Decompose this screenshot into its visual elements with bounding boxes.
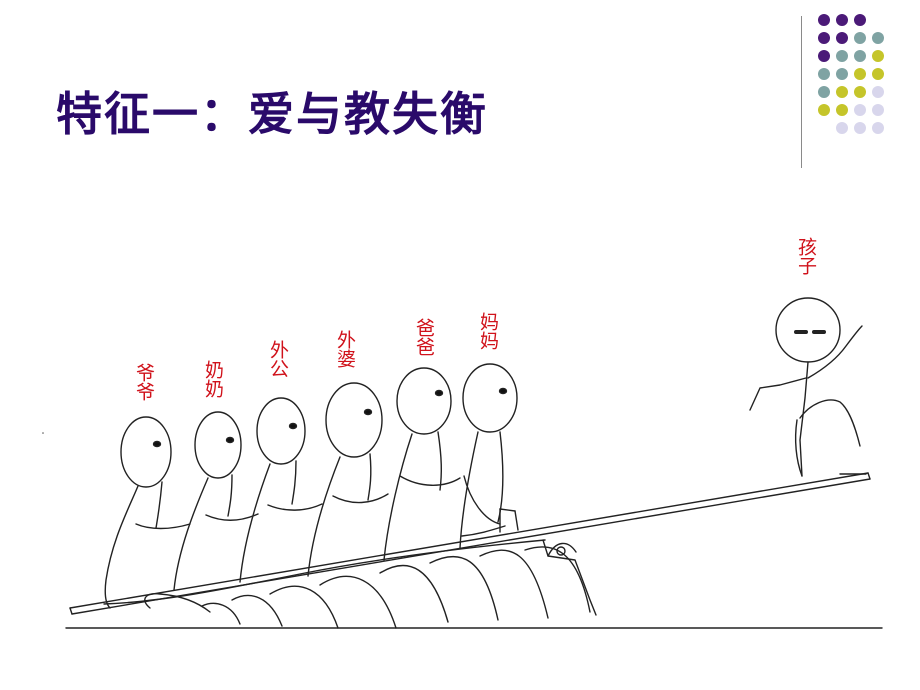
maternal-grandma-figure (307, 382, 389, 577)
seesaw-fulcrum (499, 508, 597, 616)
label-maternal-grandma: 外婆 (334, 330, 356, 368)
maternal-grandpa-figure (239, 397, 323, 583)
child-figure (749, 297, 863, 477)
slide-title: 特征一：爱与教失衡 (56, 87, 488, 141)
label-child: 孩子 (795, 237, 817, 275)
decorative-divider (801, 16, 802, 168)
grandpa-figure (104, 416, 191, 609)
label-grandpa: 爷爷 (133, 363, 155, 401)
label-grandma: 奶奶 (202, 360, 224, 398)
label-mom: 妈妈 (477, 312, 499, 350)
stacked-bodies (103, 539, 591, 629)
grandma-figure (173, 411, 259, 591)
mom-figure (459, 363, 518, 549)
label-maternal-grandpa: 外公 (267, 340, 289, 378)
dad-figure (383, 367, 461, 561)
label-dad: 爸爸 (413, 318, 435, 356)
decorative-dot-grid (818, 14, 884, 134)
